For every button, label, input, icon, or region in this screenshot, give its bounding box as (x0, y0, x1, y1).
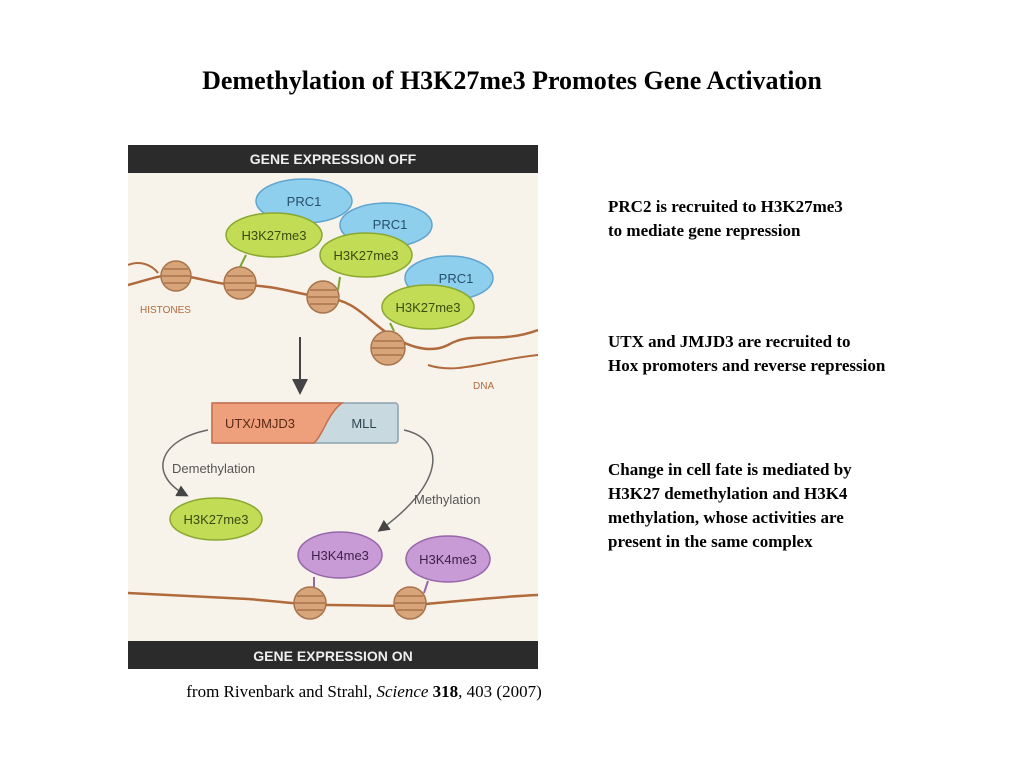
citation-volume: 318 (432, 682, 459, 701)
citation: from Rivenbark and Strahl, Science 318, … (0, 682, 728, 702)
histone-1 (160, 260, 192, 292)
histone-4 (370, 330, 406, 366)
caption-prc2: PRC2 is recruited to H3K27me3 to mediate… (608, 195, 1008, 243)
histone-5 (293, 586, 327, 620)
dna-strand-top-end (128, 262, 159, 274)
caption-line: to mediate gene repression (608, 221, 801, 240)
utx-box (211, 402, 345, 444)
histone-tail-2 (337, 276, 341, 291)
h3k4me3-tail-2 (423, 580, 429, 594)
slide-title: Demethylation of H3K27me3 Promotes Gene … (202, 66, 822, 95)
h3k4me3-label-2: H3K4me3 (419, 552, 477, 567)
demethylation-label: Demethylation (172, 461, 255, 476)
mll-label: MLL (351, 416, 376, 431)
demethylation-arrow (162, 429, 209, 497)
caption-utx-jmjd3: UTX and JMJD3 are recruited to Hox promo… (608, 330, 1008, 378)
citation-journal: Science (376, 682, 429, 701)
caption-line: PRC2 is recruited to H3K27me3 (608, 197, 843, 216)
h3k27me3-label-released: H3K27me3 (183, 512, 248, 527)
utx-label: UTX/JMJD3 (225, 416, 295, 431)
prc1-label-1: PRC1 (287, 194, 322, 209)
caption-line: methylation, whose activities are (608, 508, 844, 527)
dna-label: DNA (473, 381, 494, 392)
gene-expression-on-label: GENE EXPRESSION ON (253, 648, 412, 664)
h3k27me3-ellipse-3 (381, 284, 475, 330)
prc1-label-2: PRC1 (373, 217, 408, 232)
header-bar (128, 145, 538, 173)
histone-6 (393, 586, 427, 620)
h3k27me3-label-2: H3K27me3 (333, 248, 398, 263)
h3k27me3-ellipse-released (169, 497, 263, 541)
methylation-label: Methylation (414, 492, 480, 507)
gene-expression-off-label: GENE EXPRESSION OFF (250, 151, 417, 167)
dna-strand-top-tail (427, 354, 538, 370)
h3k27me3-label-3: H3K27me3 (395, 300, 460, 315)
caption-line: H3K27 demethylation and H3K4 (608, 484, 848, 503)
dna-strand-bottom (128, 591, 538, 608)
h3k27me3-ellipse-2 (319, 232, 413, 278)
histone-3 (306, 280, 340, 314)
caption-line: Change in cell fate is mediated by (608, 460, 852, 479)
histone-2 (223, 266, 257, 300)
footer-bar (128, 641, 538, 669)
h3k4me3-ellipse-2 (405, 535, 491, 583)
histone-tail-3 (389, 322, 395, 332)
figure-panel: GENE EXPRESSION OFF GENE EXPRESSION ON H… (128, 145, 538, 669)
caption-cell-fate: Change in cell fate is mediated by H3K27… (608, 458, 1008, 554)
histones-label: HISTONES (140, 305, 191, 316)
methylation-arrow (377, 429, 434, 532)
citation-suffix: , 403 (2007) (458, 682, 542, 701)
histone-tail-1 (239, 254, 247, 268)
h3k27me3-ellipse-1 (225, 212, 323, 258)
citation-prefix: from Rivenbark and Strahl, (186, 682, 377, 701)
h3k27me3-label-1: H3K27me3 (241, 228, 306, 243)
prc1-label-3: PRC1 (439, 271, 474, 286)
caption-line: present in the same complex (608, 532, 813, 551)
h3k4me3-label-1: H3K4me3 (311, 548, 369, 563)
figure-diagram: GENE EXPRESSION OFF GENE EXPRESSION ON H… (128, 145, 538, 669)
h3k4me3-ellipse-1 (297, 531, 383, 579)
caption-line: UTX and JMJD3 are recruited to (608, 332, 851, 351)
utx-mll-complex: UTX/JMJD3 MLL (211, 402, 399, 444)
caption-line: Hox promoters and reverse repression (608, 356, 886, 375)
